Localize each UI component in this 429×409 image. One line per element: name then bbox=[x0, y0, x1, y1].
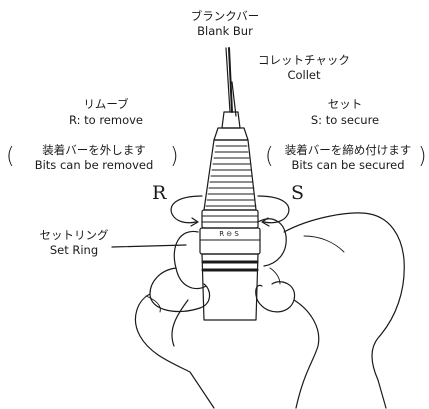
secure-note-paren-open: ( bbox=[265, 144, 274, 169]
right-thumb bbox=[257, 218, 287, 267]
rotate-left-arrowhead bbox=[190, 217, 199, 227]
remove-label-en: R: to remove bbox=[68, 113, 144, 127]
left-palm bbox=[135, 293, 215, 409]
right-finger bbox=[255, 281, 296, 313]
secure-note-en: Bits can be secured bbox=[291, 158, 405, 172]
left-knuckle-crease bbox=[145, 295, 161, 313]
remove-label-jp: リムーブ bbox=[83, 97, 129, 111]
secure-note-jp: 装着バーを締め付けます bbox=[284, 143, 412, 157]
body-grip-bands bbox=[201, 260, 259, 272]
right-hand-back bbox=[283, 212, 405, 409]
rotate-left-arrow bbox=[170, 195, 203, 224]
handpiece-body bbox=[201, 253, 259, 321]
knurl-lines bbox=[205, 145, 257, 207]
handpiece-nose bbox=[203, 139, 257, 211]
set-ring-label-en: Set Ring bbox=[49, 243, 99, 257]
secure-label-en: S: to secure bbox=[310, 113, 380, 127]
collet-label-en: Collet bbox=[287, 68, 321, 82]
collet-label-jp: コレットチャック bbox=[258, 53, 350, 67]
collet-cap bbox=[213, 127, 249, 141]
s-direction-letter: S bbox=[291, 182, 305, 204]
right-palm-edge bbox=[293, 299, 320, 409]
remove-note-paren-close: ) bbox=[170, 144, 179, 169]
collet-leader-line bbox=[231, 81, 237, 117]
r-direction-letter: R bbox=[152, 182, 167, 204]
left-finger bbox=[149, 267, 211, 313]
grip-band bbox=[201, 209, 259, 229]
remove-note-paren-open: ( bbox=[6, 144, 15, 169]
remove-note-en: Bits can be removed bbox=[34, 158, 154, 172]
collet-chuck bbox=[221, 111, 241, 129]
blank-bur-label-jp: ブランクバー bbox=[190, 9, 260, 23]
set-ring-marking: R ⊖ S bbox=[219, 230, 239, 238]
left-finger-lower bbox=[171, 299, 189, 347]
set-ring-leader-line bbox=[111, 244, 187, 248]
rotate-right-arrow bbox=[257, 195, 290, 224]
secure-note-paren-close: ) bbox=[418, 144, 427, 169]
blank-bur-shaft bbox=[228, 47, 233, 113]
blank-bur-leader-line bbox=[225, 47, 231, 113]
right-knuckle-crease bbox=[303, 235, 345, 253]
set-ring-label-jp: セットリング bbox=[39, 228, 109, 242]
remove-note-jp: 装着バーを外します bbox=[42, 143, 146, 157]
blank-bur-label-en: Blank Bur bbox=[197, 24, 253, 38]
secure-label-jp: セット bbox=[327, 97, 363, 111]
